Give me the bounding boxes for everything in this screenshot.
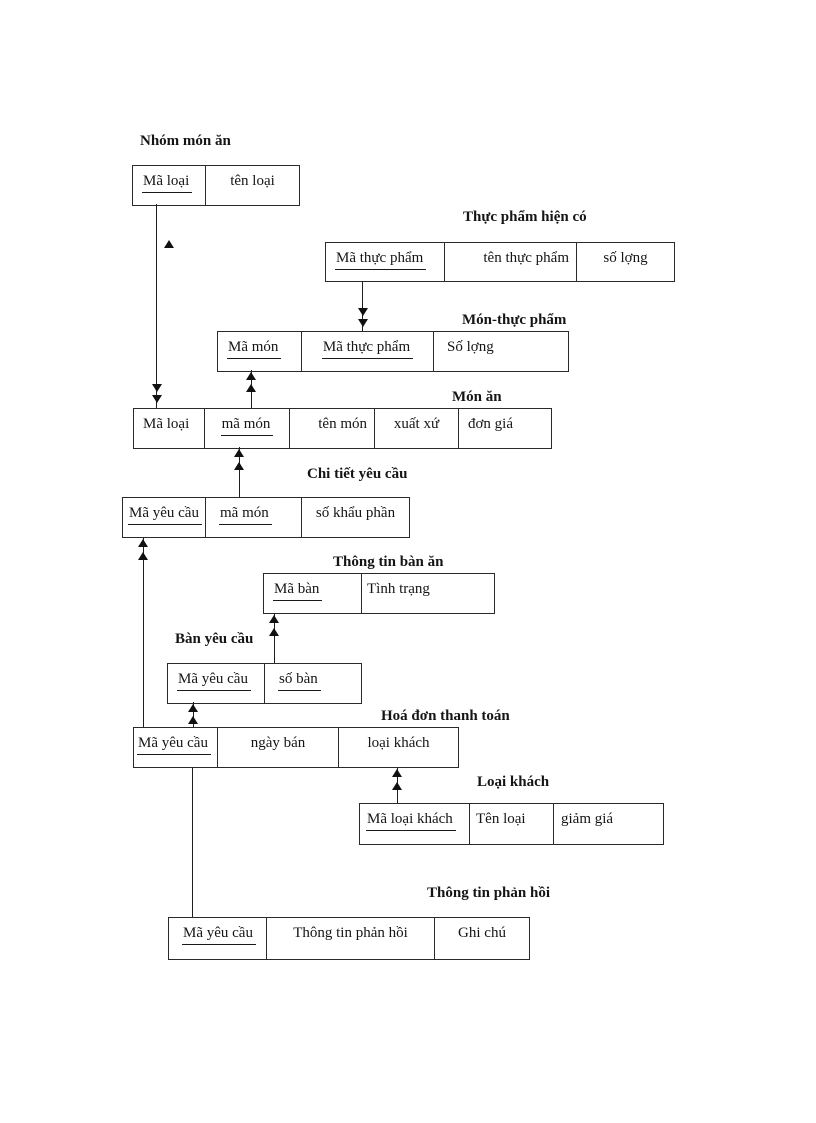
arrowhead-up-icon (188, 716, 198, 724)
relation-line-chitiet-monan (239, 447, 240, 497)
field-cell: Số lợng (433, 332, 568, 371)
relation-line-nhommonan-monan (156, 204, 157, 408)
arrowhead-up-icon (188, 704, 198, 712)
entity-table-thong-tin-ban-an: Mã bàn Tình trạng (263, 573, 495, 614)
entity-table-ban-yeu-cau: Mã yêu cầu số bàn (167, 663, 362, 704)
arrowhead-up-icon (138, 539, 148, 547)
arrowhead-down-icon (358, 308, 368, 316)
field-cell: số bàn (264, 664, 361, 703)
field-cell: tên thực phẩm (444, 243, 576, 281)
entity-table-loai-khach: Mã loại khách Tên loại giảm giá (359, 803, 664, 845)
field-cell: xuất xứ (374, 409, 458, 448)
field-cell: Mã yêu cầu (134, 728, 217, 767)
entity-table-mon-thuc-pham: Mã món Mã thực phẩm Số lợng (217, 331, 569, 372)
relation-line-thucpham-monthucpham (362, 281, 363, 331)
field-cell: số khẩu phần (301, 498, 409, 537)
entity-table-hoa-don-thanh-toan: Mã yêu cầu ngày bán loại khách (133, 727, 459, 768)
arrowhead-up-icon (234, 449, 244, 457)
entity-title-mon-an: Món ăn (452, 389, 502, 405)
entity-title-thong-tin-ban-an: Thông tin bàn ăn (333, 554, 444, 570)
relation-line-hoadon-chitiet (143, 537, 144, 727)
entity-title-thong-tin-phan-hoi: Thông tin phản hồi (427, 885, 550, 901)
field-cell: Mã yêu cầu (123, 498, 205, 537)
relation-line-hoadon-banyeucau (193, 702, 194, 727)
field-cell: Mã bàn (264, 574, 361, 613)
arrowhead-down-icon (152, 384, 162, 392)
entity-title-nhom-mon-an: Nhóm món ăn (140, 133, 231, 149)
entity-table-nhom-mon-an: Mã loại tên loại (132, 165, 300, 206)
field-cell: mã món (204, 409, 289, 448)
arrowhead-up-icon (392, 769, 402, 777)
arrowhead-up-icon (234, 462, 244, 470)
field-cell: Mã loại khách (360, 804, 469, 844)
arrowhead-down-icon (152, 395, 162, 403)
field-cell: số lợng (576, 243, 674, 281)
entity-table-thong-tin-phan-hoi: Mã yêu cầu Thông tin phản hồi Ghi chú (168, 917, 530, 960)
entity-title-thuc-pham-hien-co: Thực phẩm hiện có (463, 209, 587, 225)
field-cell: Mã món (218, 332, 301, 371)
field-cell: Mã loại (143, 416, 190, 432)
arrowhead-up-icon (138, 552, 148, 560)
field-cell: loại khách (338, 728, 458, 767)
field-cell: Mã loại (133, 166, 205, 205)
field-cell: đơn giá (458, 409, 551, 448)
arrowhead-up-icon (392, 782, 402, 790)
relation-line-hoadon-phanhoi (192, 767, 193, 917)
field-cell: Mã thực phẩm (326, 243, 444, 281)
field-cell: giảm giá (553, 804, 663, 844)
field-cell: tên món (289, 409, 374, 448)
entity-title-hoa-don-thanh-toan: Hoá đơn thanh toán (381, 708, 510, 724)
field-cell: mã món (205, 498, 301, 537)
entity-table-chi-tiet-yeu-cau: Mã yêu cầu mã món số khẩu phần (122, 497, 410, 538)
field-cell: Mã yêu cầu (168, 664, 264, 703)
field-cell: Tình trạng (361, 574, 494, 613)
field-cell: Tên loại (469, 804, 553, 844)
arrowhead-up-icon (246, 384, 256, 392)
field-cell: Mã thực phẩm (301, 332, 433, 371)
entity-title-loai-khach: Loại khách (477, 774, 550, 790)
arrowhead-down-icon (358, 319, 368, 327)
entity-title-chi-tiet-yeu-cau: Chi tiết yêu cầu (307, 466, 408, 482)
entity-title-mon-thuc-pham: Món-thực phẩm (462, 312, 567, 328)
field-cell: tên loại (205, 166, 299, 205)
arrowhead-up-icon (269, 628, 279, 636)
entity-table-thuc-pham-hien-co: Mã thực phẩm tên thực phẩm số lợng (325, 242, 675, 282)
relation-line-banyeucau-thongtinbanan (274, 613, 275, 663)
field-cell: ngày bán (217, 728, 338, 767)
entity-title-ban-yeu-cau: Bàn yêu cầu (175, 631, 254, 647)
arrowhead-up-icon (269, 615, 279, 623)
entity-table-mon-an: Mã loại mã món tên món xuất xứ đơn giá (133, 408, 552, 449)
field-cell: Thông tin phản hồi (266, 918, 434, 959)
field-cell: Mã yêu cầu (169, 918, 266, 959)
arrowhead-up-icon (246, 372, 256, 380)
arrowhead-up-icon (164, 240, 174, 248)
field-cell: Ghi chú (434, 918, 529, 959)
